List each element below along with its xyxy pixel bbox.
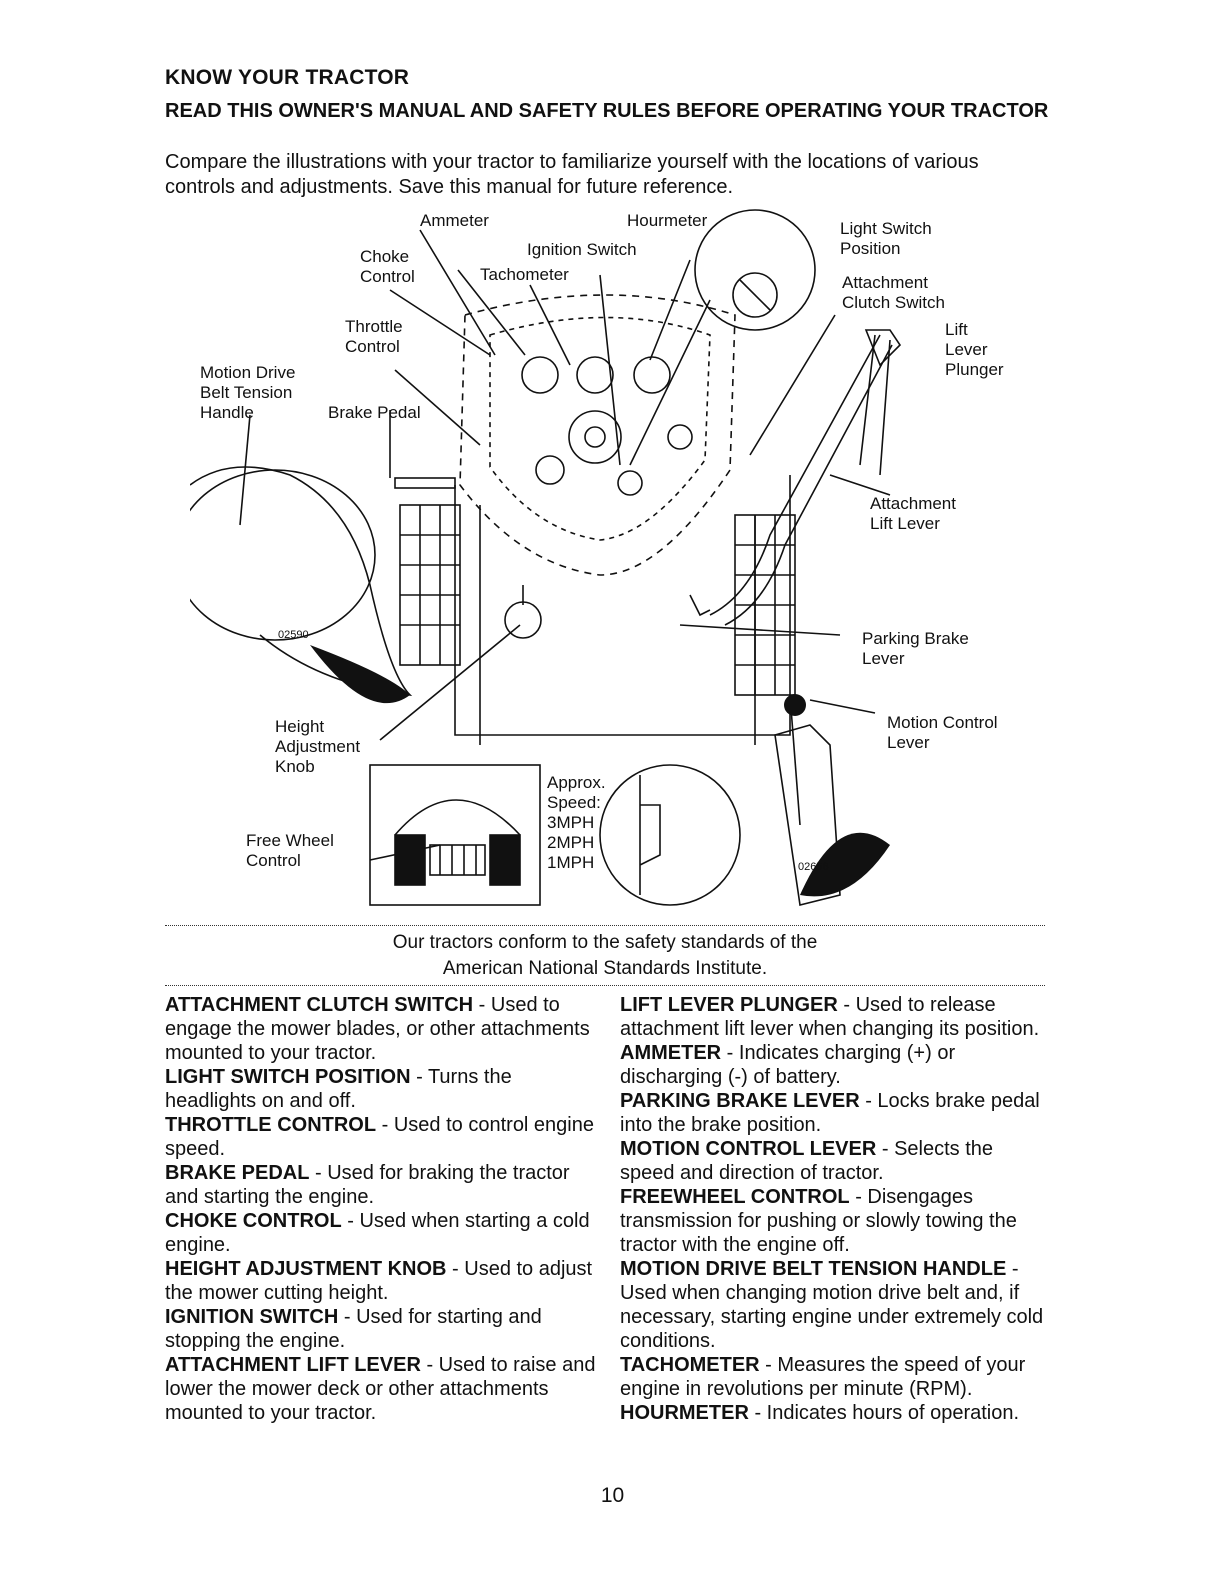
- definition-item: ATTACHMENT LIFT LEVER - Used to raise an…: [165, 1354, 596, 1424]
- definition-item: TACHOMETER - Measures the speed of your …: [620, 1354, 1026, 1400]
- label-attachment-lift-lever: Attachment Lift Lever: [870, 494, 956, 533]
- label-motion-control-lever: Motion Control Lever: [887, 713, 998, 752]
- label-choke-control: Choke Control: [360, 247, 415, 286]
- label-attachment-clutch-switch: Attachment Clutch Switch: [842, 273, 945, 312]
- definition-item: HOURMETER - Indicates hours of operation…: [620, 1402, 1020, 1424]
- label-throttle-control: Throttle Control: [345, 317, 403, 356]
- label-part-number: 02656: [798, 861, 829, 873]
- intro-paragraph: Compare the illustrations with your trac…: [165, 151, 979, 198]
- definition-item: THROTTLE CONTROL - Used to control engin…: [165, 1114, 594, 1160]
- definition-item: PARKING BRAKE LEVER - Locks brake pedal …: [620, 1090, 1040, 1136]
- definition-item: IGNITION SWITCH - Used for starting and …: [165, 1306, 542, 1352]
- label-motion-drive-belt-tension-handle: Motion Drive Belt Tension Handle: [200, 363, 296, 422]
- divider-bottom: [165, 985, 1045, 986]
- section-title: KNOW YOUR TRACTOR: [165, 66, 410, 89]
- label-ammeter: Ammeter: [420, 211, 489, 230]
- label-parking-brake-lever: Parking Brake Lever: [862, 629, 969, 668]
- definition-item: ATTACHMENT CLUTCH SWITCH - Used to engag…: [165, 994, 590, 1064]
- label-free-wheel-control: Free Wheel Control: [246, 831, 334, 870]
- divider-top: [165, 925, 1045, 926]
- page-number: 10: [600, 1484, 625, 1507]
- definition-item: LIGHT SWITCH POSITION - Turns the headli…: [165, 1066, 512, 1112]
- definition-item: CHOKE CONTROL - Used when starting a col…: [165, 1210, 590, 1256]
- ansi-statement: Our tractors conform to the safety stand…: [392, 932, 818, 979]
- tractor-line-drawing: [190, 209, 902, 906]
- label-approx-speed: Approx. Speed: 3MPH 2MPH 1MPH: [547, 773, 606, 872]
- definitions-right-column: LIFT LEVER PLUNGER - Used to release att…: [620, 993, 1050, 1425]
- definition-item: HEIGHT ADJUSTMENT KNOB - Used to adjust …: [165, 1258, 593, 1304]
- definition-item: MOTION DRIVE BELT TENSION HANDLE - Used …: [620, 1258, 1044, 1352]
- safety-subtitle: READ THIS OWNER'S MANUAL AND SAFETY RULE…: [165, 100, 1049, 122]
- label-hourmeter: Hourmeter: [627, 211, 708, 230]
- label-tire-code: 02590: [278, 629, 309, 641]
- label-lift-lever-plunger: Lift Lever Plunger: [945, 320, 1004, 379]
- definition-item: LIFT LEVER PLUNGER - Used to release att…: [620, 994, 1040, 1040]
- label-brake-pedal: Brake Pedal: [328, 403, 421, 422]
- label-tachometer: Tachometer: [480, 265, 569, 284]
- definitions-left-column: ATTACHMENT CLUTCH SWITCH - Used to engag…: [165, 993, 600, 1425]
- tractor-controls-illustration: Ammeter Hourmeter Light Switch Position …: [190, 205, 1030, 915]
- definition-item: MOTION CONTROL LEVER - Selects the speed…: [620, 1138, 994, 1184]
- definition-item: AMMETER - Indicates charging (+) or disc…: [620, 1042, 956, 1088]
- definition-item: FREEWHEEL CONTROL - Disengages transmiss…: [620, 1186, 1017, 1256]
- definition-item: BRAKE PEDAL - Used for braking the tract…: [165, 1162, 570, 1208]
- label-light-switch-position: Light Switch Position: [840, 219, 932, 258]
- label-height-adjustment-knob: Height Adjustment Knob: [275, 717, 361, 776]
- label-ignition-switch: Ignition Switch: [527, 240, 637, 259]
